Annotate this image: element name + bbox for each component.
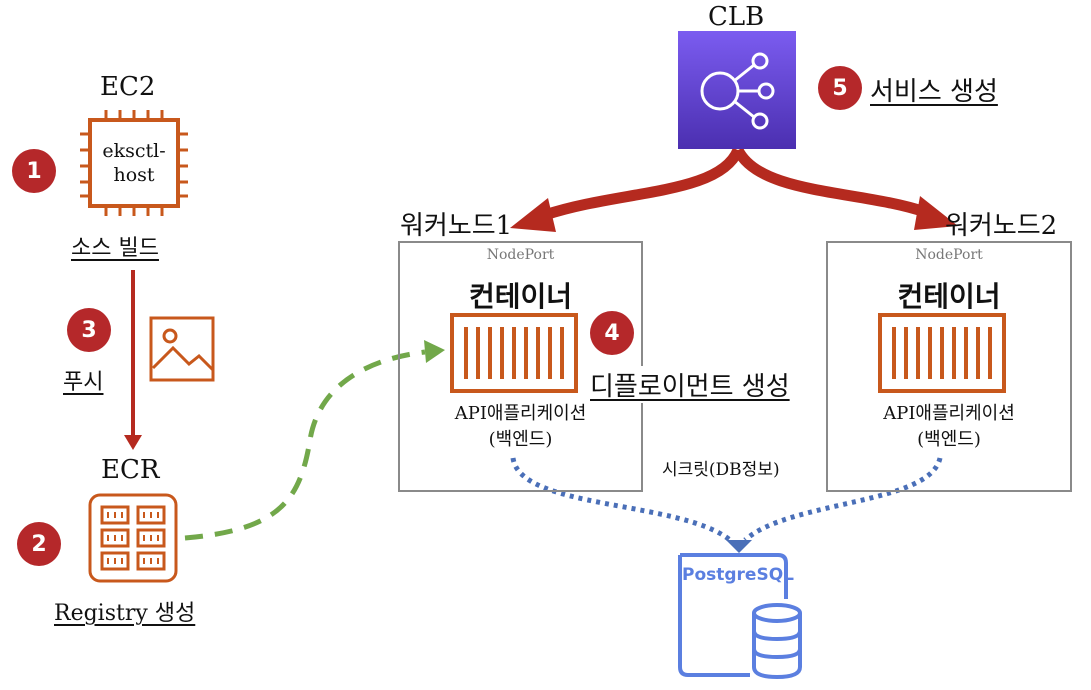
service-caption: 서비스 생성	[870, 77, 998, 107]
clb-to-worker2-arrow	[733, 147, 927, 218]
clb-icon	[678, 31, 796, 149]
ecr-to-container-arrowhead	[424, 340, 445, 363]
postgresql-label: PostgreSQL	[682, 565, 794, 585]
worker1-container-icon	[450, 313, 578, 393]
db-dotted-arrowhead	[726, 540, 752, 553]
step-5-badge: 5	[818, 66, 862, 110]
worker2-title: 워커노드2	[945, 211, 1058, 241]
worker2-container-icon	[878, 313, 1006, 393]
clb-to-worker2-arrowhead	[914, 196, 958, 230]
ec2-chip-label-line1: eksctl-	[102, 140, 166, 162]
worker2-node-box: NodePort 컨테이너 API애플리케이션 (백엔드)	[826, 241, 1072, 492]
ec2-chip-label-line2: host	[113, 164, 155, 186]
deployment-caption: 디플로이먼트 생성	[590, 366, 790, 403]
load-balancer-icon	[700, 52, 775, 130]
worker1-to-db-dotted	[510, 457, 732, 542]
postgresql-db-icon	[676, 551, 804, 681]
step-3-badge: 3	[67, 308, 111, 352]
image-icon-container	[149, 316, 215, 382]
clb-to-worker1-arrowhead	[510, 198, 556, 232]
ecr-registry-icon	[88, 493, 178, 583]
worker2-container-title: 컨테이너	[897, 280, 1001, 313]
container-icon	[450, 313, 578, 393]
source-build-caption: 소스 빌드	[71, 236, 159, 261]
step-1-badge: 1	[12, 149, 56, 193]
ec2-chip-icon	[76, 110, 192, 216]
registry-caption: Registry 생성	[54, 601, 196, 626]
clb-title: CLB	[708, 2, 765, 32]
registry-icon	[88, 493, 178, 583]
worker1-container-title: 컨테이너	[468, 280, 573, 313]
database-document-icon	[678, 553, 802, 680]
chip-icon	[80, 110, 188, 216]
image-icon	[149, 316, 215, 382]
step-4-badge: 4	[590, 311, 634, 355]
clb-to-worker1-arrow	[543, 147, 744, 221]
worker1-app-line2: (백엔드)	[488, 429, 553, 450]
step-2-badge: 2	[17, 522, 61, 566]
push-caption: 푸시	[63, 370, 104, 395]
worker2-app-line2: (백엔드)	[917, 429, 981, 450]
worker1-title: 워커노드1	[400, 211, 513, 241]
worker2-nodeport-label: NodePort	[915, 247, 983, 263]
ec2-to-ecr-arrowhead	[124, 435, 142, 450]
worker2-app-line1: API애플리케이션	[883, 403, 1015, 424]
secret-caption: 시크릿(DB정보)	[662, 460, 780, 480]
ec2-title: EC2	[100, 72, 156, 102]
container-icon	[878, 313, 1006, 393]
worker1-nodeport-label: NodePort	[486, 247, 555, 263]
worker1-app-line1: API애플리케이션	[454, 403, 587, 424]
ecr-to-container-dashed-arrow	[184, 349, 426, 541]
ecr-title: ECR	[101, 455, 160, 485]
worker2-to-db-dotted	[743, 457, 943, 542]
